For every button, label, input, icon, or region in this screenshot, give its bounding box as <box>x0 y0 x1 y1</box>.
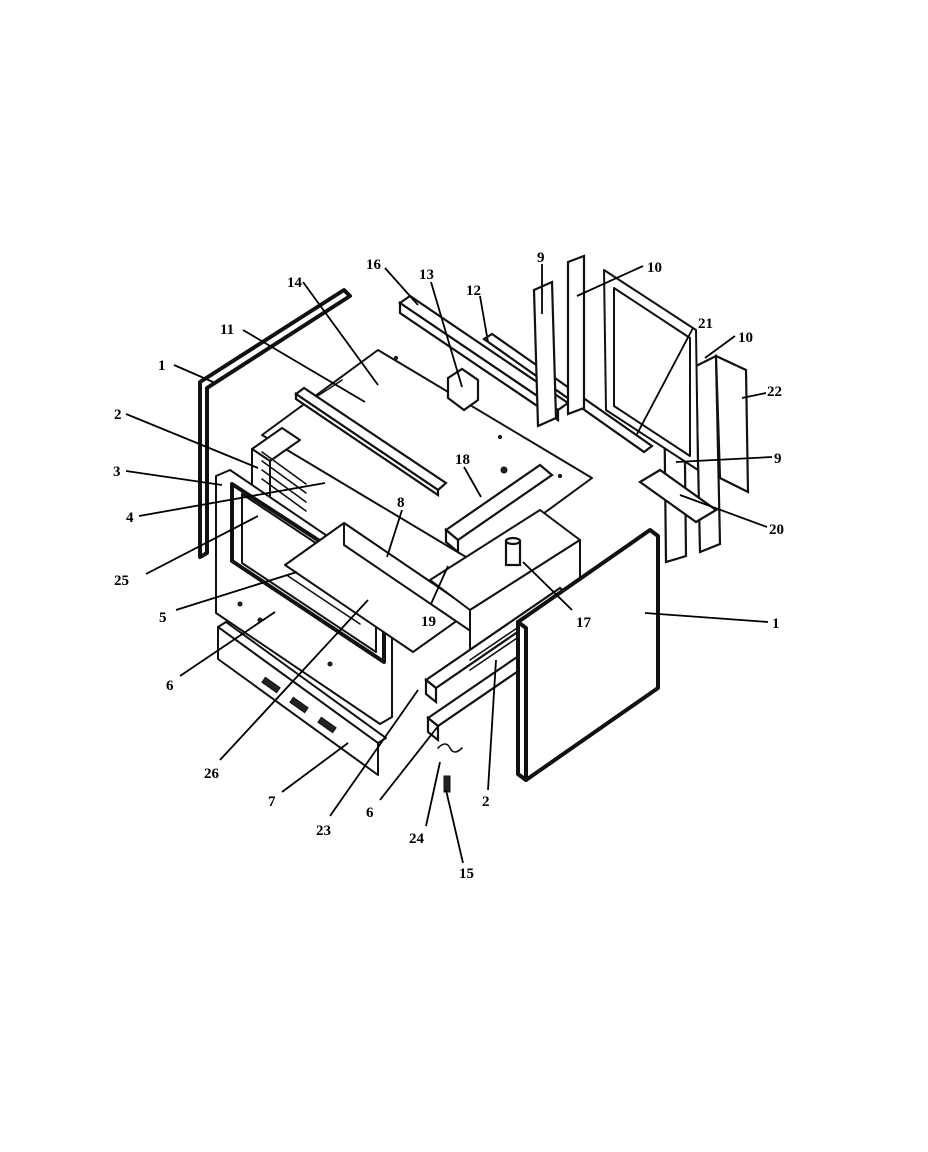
leader-17 <box>522 561 573 611</box>
callout-17: 17 <box>576 615 592 631</box>
front-top-trim <box>294 386 448 498</box>
fasteners <box>437 743 463 793</box>
callout-6-right: 6 <box>366 805 374 821</box>
leader-1a <box>173 364 214 383</box>
callout-12: 12 <box>466 283 481 299</box>
top-clip <box>446 367 480 412</box>
callout-10-top: 10 <box>647 260 662 276</box>
callout-24: 24 <box>409 831 425 847</box>
callout-9-top: 9 <box>537 250 545 266</box>
leader-8 <box>386 509 403 558</box>
leader-lines <box>125 264 773 864</box>
leader-7 <box>281 742 349 793</box>
callout-2-upper: 2 <box>114 407 122 423</box>
callout-23: 23 <box>316 823 331 839</box>
left-side-panel <box>198 288 352 559</box>
leader-10b <box>704 335 736 359</box>
leader-25 <box>145 515 259 575</box>
top-panel <box>261 349 593 564</box>
rear-panel <box>603 269 699 471</box>
leader-10a <box>576 265 644 297</box>
callout-7: 7 <box>268 794 276 810</box>
leader-26 <box>219 599 369 761</box>
callout-15: 15 <box>459 866 474 882</box>
kick-plate <box>217 621 387 776</box>
callout-18: 18 <box>455 452 470 468</box>
leader-1b <box>644 612 769 623</box>
callout-16: 16 <box>366 257 382 273</box>
center-rail <box>444 463 554 555</box>
callout-22: 22 <box>767 384 782 400</box>
leader-15 <box>445 789 464 864</box>
callout-9-right: 9 <box>774 451 782 467</box>
callout-labels: 1 1 2 2 3 4 5 6 6 7 8 9 9 10 10 11 12 13… <box>113 250 784 882</box>
callout-14: 14 <box>287 275 303 291</box>
callout-8: 8 <box>397 495 405 511</box>
leader-21 <box>636 327 694 435</box>
leader-4 <box>138 482 326 517</box>
leader-2b <box>487 659 497 791</box>
callout-13: 13 <box>419 267 434 283</box>
leader-20 <box>679 494 768 528</box>
leader-2a <box>125 413 259 469</box>
right-side-panel <box>516 528 660 782</box>
oven-liner <box>284 522 473 653</box>
leader-3 <box>125 470 223 486</box>
leader-12 <box>479 295 489 343</box>
leader-9b <box>675 456 773 463</box>
callout-11: 11 <box>220 322 234 338</box>
callout-2-lower: 2 <box>482 794 490 810</box>
leader-11 <box>242 329 366 403</box>
bracket <box>504 536 522 567</box>
callout-25: 25 <box>114 573 129 589</box>
leader-5 <box>175 571 298 611</box>
callout-4: 4 <box>126 510 134 526</box>
callout-1-left: 1 <box>158 358 166 374</box>
leader-23 <box>329 689 419 817</box>
leader-19 <box>430 565 449 605</box>
rear-base-strip <box>637 468 719 524</box>
leader-18 <box>463 466 482 498</box>
callout-26: 26 <box>204 766 220 782</box>
leader-16 <box>384 267 419 306</box>
leader-6a <box>179 611 276 677</box>
callout-19: 19 <box>421 614 436 630</box>
callout-6-left: 6 <box>166 678 174 694</box>
leader-6b <box>379 724 440 801</box>
callout-20: 20 <box>769 522 784 538</box>
leader-13 <box>430 281 463 388</box>
leader-24 <box>425 761 441 827</box>
callout-5: 5 <box>159 610 167 626</box>
upper-oven-box <box>251 427 307 512</box>
callout-1-right: 1 <box>772 616 780 632</box>
callout-10-right: 10 <box>738 330 753 346</box>
leader-14 <box>302 281 379 386</box>
leader-22 <box>741 392 767 399</box>
callout-21: 21 <box>698 316 713 332</box>
callout-3: 3 <box>113 464 121 480</box>
